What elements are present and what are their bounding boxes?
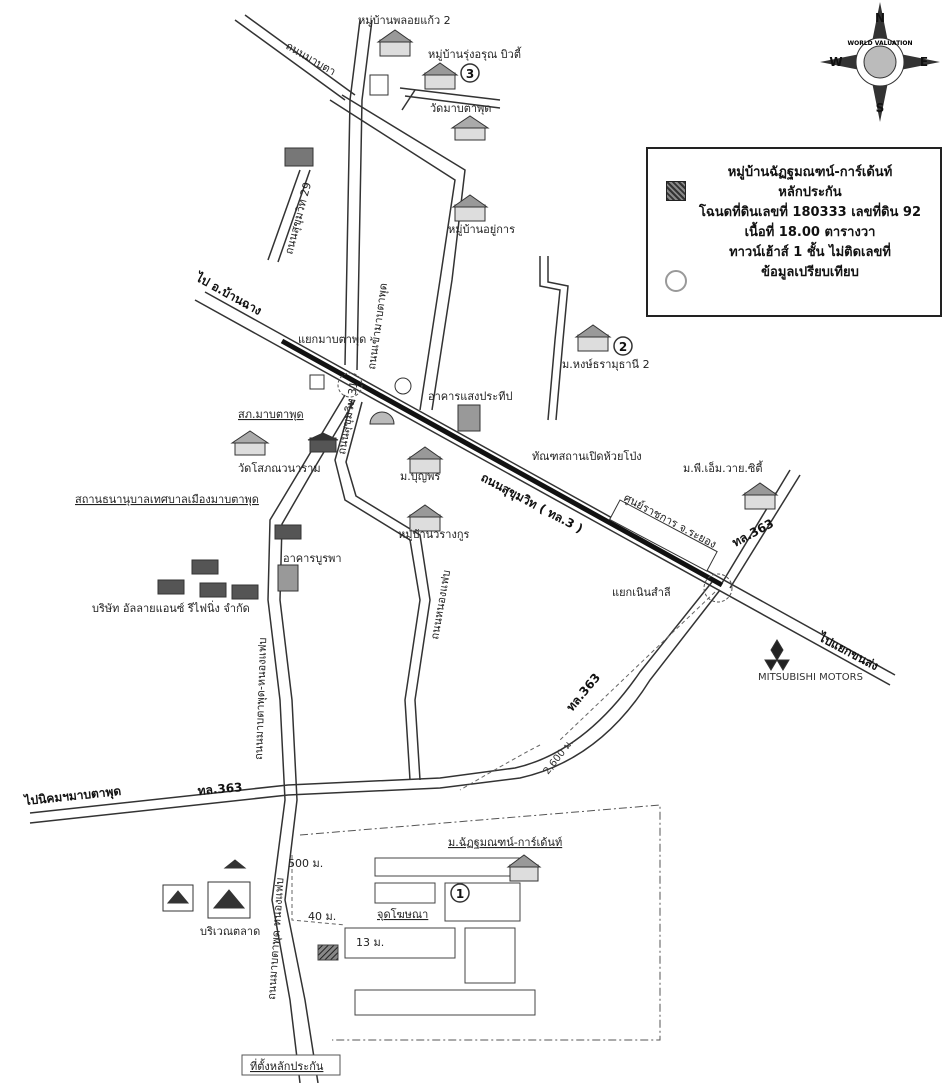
- legend-box: หมู่บ้านฉัฏฐมณฑน์-การ์เด้นท์ หลักประกัน …: [646, 147, 942, 317]
- project-boundary: [299, 804, 661, 1041]
- label-burapha: อาคารบูรพา: [283, 552, 342, 565]
- market-icon: [223, 859, 247, 869]
- shell-icon: [369, 411, 395, 425]
- pttlogo-icon: [394, 377, 412, 395]
- building-icon: [277, 564, 299, 592]
- factory-icon: [157, 579, 185, 595]
- factory-icon: [231, 584, 259, 600]
- label-pm-city: ม.พี.เอ็ม.วาย.ซิตี้: [683, 460, 764, 475]
- label-dist-40: 40 ม.: [308, 910, 336, 923]
- legend-line-4: เนื้อที่ 18.00 ตารางวา: [744, 225, 876, 240]
- office-icon: [274, 524, 302, 540]
- temple-icon: [230, 430, 270, 456]
- label-road-nongfab2: ถนนมาบตาพุด-หนองแฟบ: [265, 877, 287, 1000]
- label-market: บริเวณตลาด: [200, 925, 260, 938]
- seven-eleven-icon: [369, 74, 389, 96]
- label-saengprateep: อาคารแสงประทีป: [428, 390, 512, 403]
- comparison-swatch: [665, 270, 687, 292]
- house-icon: [406, 446, 444, 474]
- marker-1: 1: [450, 883, 470, 903]
- compass-s: S: [876, 101, 885, 115]
- compass-e: E: [920, 55, 928, 69]
- marker-2: 2: [613, 336, 633, 356]
- compass-w: W: [829, 55, 842, 69]
- label-chatthamon: ม.ฉัฏฐมณฑน์-การ์เด้นท์: [448, 836, 562, 849]
- map-icons: [157, 29, 790, 919]
- factory-icon: [199, 582, 227, 598]
- legend-line-3: โฉนดที่ดินเลขที่ 180333 เลขที่ดิน 92: [698, 205, 922, 220]
- house-icon: [406, 504, 444, 532]
- legend-line-1: หมู่บ้านฉัฏฐมณฑน์-การ์เด้นท์: [727, 165, 893, 180]
- legend-line-5: ทาวน์เฮ้าส์ 1 ชั้น ไม่ติดเลขที่: [729, 245, 891, 260]
- temple-icon: [450, 115, 490, 141]
- marker-3: 3: [460, 63, 480, 83]
- label-route363-b: ทล.363: [564, 671, 604, 714]
- label-wararat: หมู่บ้านวรางกูร: [398, 528, 469, 541]
- label-rungarun: หมู่บ้านรุ่งอรุณ บิวตี้: [428, 46, 522, 61]
- house-icon: [451, 194, 489, 222]
- label-yukarn: หมู่บ้านอยู่การ: [448, 223, 515, 236]
- house-icon: [741, 482, 779, 510]
- label-boonyaporn: ม.บุญพร: [400, 470, 440, 483]
- label-route363-c: ทล.363: [197, 780, 243, 798]
- label-company: บริษัท อัลลายแอนซ์ รีไฟนิ่ง จำกัด: [92, 600, 250, 615]
- label-municipal-office: สถานธนานุบาลเทศบาลเมืองมาบตาพุด: [75, 493, 259, 506]
- svg-text:3: 3: [466, 67, 474, 81]
- roads: [29, 14, 896, 1083]
- svg-text:1: 1: [456, 887, 464, 901]
- rayong-center-box: [608, 499, 718, 572]
- label-route363-a: ทล.363: [730, 516, 776, 549]
- label-road-maptaphut-nongfab: ถนนมาบตาพุด-หนองแฟบ: [252, 637, 269, 760]
- compass-ring-text: WORLD VALUATION: [847, 40, 912, 47]
- label-wat-maptaphut: วัดมาบตาพุด: [430, 102, 491, 115]
- house-icon: [506, 854, 542, 882]
- collateral-swatch: [666, 181, 686, 201]
- label-to-yaekkhamsang: ไปแยกขนส่ง: [815, 628, 882, 673]
- label-hongthong: ม.หงษ์ธรามุธานี 2: [562, 358, 650, 371]
- label-road-maptaphut: ถนนมาบตา: [284, 39, 339, 78]
- house-icon: [574, 324, 612, 352]
- market-icon: [207, 881, 251, 919]
- label-road-into-maptaphut: ถนนเข้ามาบตาพุด: [365, 282, 390, 370]
- estate-plots: [317, 857, 536, 1016]
- label-road-nongfab: ถนนหนองแฟบ: [428, 569, 453, 641]
- compass-n: N: [875, 11, 885, 25]
- legend-line-6: ข้อมูลเปรียบเทียบ: [761, 265, 859, 280]
- label-police: สภ.มาบตาพุด: [238, 408, 304, 421]
- label-dist-13: 13 ม.: [356, 936, 384, 949]
- police-icon: [307, 432, 339, 453]
- legend-line-2: หลักประกัน: [778, 185, 842, 200]
- maptaphut-nongfab-road: [267, 394, 346, 1083]
- label-tanchat: ทัณฑสถานเปิดห้วยโป่ง: [532, 449, 642, 463]
- label-junction-maptaphut: แยกมาบตาพุด: [298, 333, 366, 346]
- label-collateral-site: ที่ตั้งหลักประกัน: [250, 1058, 324, 1073]
- market-icon: [162, 884, 194, 912]
- label-sukhumvit31: ถนนสุขุมวิท 31: [335, 380, 361, 455]
- label-sales-office: จุดโฆษณา: [377, 907, 428, 921]
- svg-text:2: 2: [619, 340, 627, 354]
- mitsubishi-logo: [764, 639, 790, 671]
- label-dist-500: 500 ม.: [288, 857, 323, 870]
- route-363-road: [29, 589, 721, 824]
- factory-icon: [284, 147, 314, 167]
- label-mitsubishi: MITSUBISHI MOTORS: [758, 672, 863, 683]
- label-wat-sopon: วัดโสภณวนาราม: [238, 461, 321, 475]
- label-junction-noenthalee: แยกเนินสำลี: [612, 586, 671, 599]
- sukhumvit-road: [194, 299, 891, 686]
- legend-text: หมู่บ้านฉัฏฐมณฑน์-การ์เด้นท์ หลักประกัน …: [688, 163, 932, 283]
- label-phonyaikaew: หมู่บ้านพลอยแก้ว 2: [358, 14, 451, 27]
- house-icon: [376, 29, 414, 57]
- building-icon: [457, 404, 481, 432]
- house-icon: [421, 62, 459, 90]
- factory-icon: [191, 559, 219, 575]
- seven-eleven-icon: [309, 374, 325, 390]
- label-to-banchang: ไป อ.บ้านฉาง: [192, 269, 265, 319]
- compass-rose: N S W E WORLD VALUATION: [820, 2, 940, 122]
- label-sukhumvit29: ถนนสุขุมวิท 29: [282, 181, 314, 256]
- collateral-plot: [317, 944, 339, 961]
